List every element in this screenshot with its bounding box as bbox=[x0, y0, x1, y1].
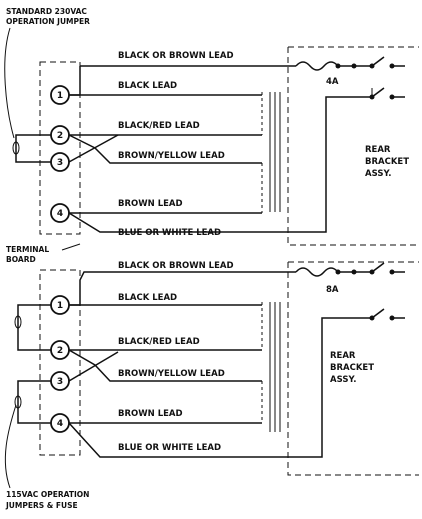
top-label-black-red: BLACK/RED LEAD bbox=[118, 121, 200, 131]
bottom-rear-bracket-line3: ASSY. bbox=[330, 375, 356, 385]
top-jumper-loop bbox=[12, 141, 20, 155]
bottom-fuse bbox=[295, 267, 339, 277]
top-terminal-4-label: 4 bbox=[57, 209, 63, 219]
top-terminal-1-label: 1 bbox=[57, 91, 63, 101]
note-230-leader bbox=[4, 27, 15, 139]
bottom-switch-1 bbox=[371, 262, 385, 273]
bottom-lead-blue-or-white bbox=[68, 317, 372, 458]
top-switch-1 bbox=[371, 56, 385, 67]
top-label-brown-yellow: BROWN/YELLOW LEAD bbox=[118, 151, 225, 161]
note-terminal-board-line1: TERMINAL bbox=[6, 245, 49, 254]
top-rear-bracket-line2: BRACKET bbox=[365, 157, 409, 167]
bottom-transformer-windings bbox=[261, 302, 281, 432]
note-115-line1: 115VAC OPERATION bbox=[6, 490, 89, 499]
top-terminal-board bbox=[39, 61, 81, 235]
note-230-line1: STANDARD 230VAC bbox=[6, 7, 87, 16]
bottom-label-black-red: BLACK/RED LEAD bbox=[118, 337, 200, 347]
bottom-jumper-2 bbox=[17, 380, 51, 424]
top-terminal-2-label: 2 bbox=[57, 131, 63, 141]
top-terminal-3-label: 3 bbox=[57, 158, 63, 168]
top-fuse bbox=[295, 61, 339, 71]
bottom-terminal-4-label: 4 bbox=[57, 419, 63, 429]
top-label-blue-or-white: BLUE OR WHITE LEAD bbox=[118, 228, 221, 238]
top-rear-bracket-line1: REAR bbox=[365, 145, 391, 155]
bottom-rear-bracket-box bbox=[287, 261, 419, 476]
bottom-label-brown-yellow: BROWN/YELLOW LEAD bbox=[118, 369, 225, 379]
top-transformer-windings bbox=[261, 92, 281, 213]
top-rear-bracket-line3: ASSY. bbox=[365, 169, 391, 179]
bottom-fuse-label: 8A bbox=[326, 285, 339, 295]
top-label-black: BLACK LEAD bbox=[118, 81, 177, 91]
note-115-line2: JUMPERS & FUSE bbox=[5, 501, 78, 510]
bottom-terminal-3-label: 3 bbox=[57, 377, 63, 387]
bottom-rear-bracket-line2: BRACKET bbox=[330, 363, 374, 373]
bottom-label-blue-or-white: BLUE OR WHITE LEAD bbox=[118, 443, 221, 453]
bottom-terminal-2-label: 2 bbox=[57, 346, 63, 356]
note-terminal-board-line2: BOARD bbox=[6, 255, 36, 264]
top-label-black-or-brown: BLACK OR BROWN LEAD bbox=[118, 51, 234, 61]
note-230-line2: OPERATION JUMPER bbox=[6, 17, 90, 26]
bottom-jumper-1 bbox=[17, 304, 51, 336]
bottom-label-black: BLACK LEAD bbox=[118, 293, 177, 303]
bottom-lead-brown-yellow bbox=[68, 349, 262, 382]
bottom-rear-bracket-line1: REAR bbox=[330, 351, 356, 361]
bottom-switch-2 bbox=[371, 308, 385, 319]
top-jumper-230 bbox=[15, 134, 51, 163]
bottom-lead-black-or-brown bbox=[69, 271, 296, 306]
bottom-label-black-or-brown: BLACK OR BROWN LEAD bbox=[118, 261, 234, 271]
top-lead-blue-or-white bbox=[68, 96, 372, 233]
bottom-terminal-board bbox=[39, 269, 81, 456]
notes: STANDARD 230VAC OPERATION JUMPER TERMINA… bbox=[4, 7, 90, 510]
bottom-terminal-1-label: 1 bbox=[57, 301, 63, 311]
top-section: 1 2 3 4 4A bbox=[12, 46, 419, 246]
top-rear-bracket-box bbox=[287, 46, 419, 246]
top-lead-brown-yellow bbox=[68, 134, 262, 164]
bottom-label-brown: BROWN LEAD bbox=[118, 409, 183, 419]
top-label-brown: BROWN LEAD bbox=[118, 199, 183, 209]
top-fuse-label: 4A bbox=[326, 77, 339, 87]
note-115-leader bbox=[4, 404, 17, 489]
note-terminal-board-leader bbox=[61, 243, 81, 251]
bottom-section: 1 2 3 4 8A bbox=[14, 261, 419, 476]
